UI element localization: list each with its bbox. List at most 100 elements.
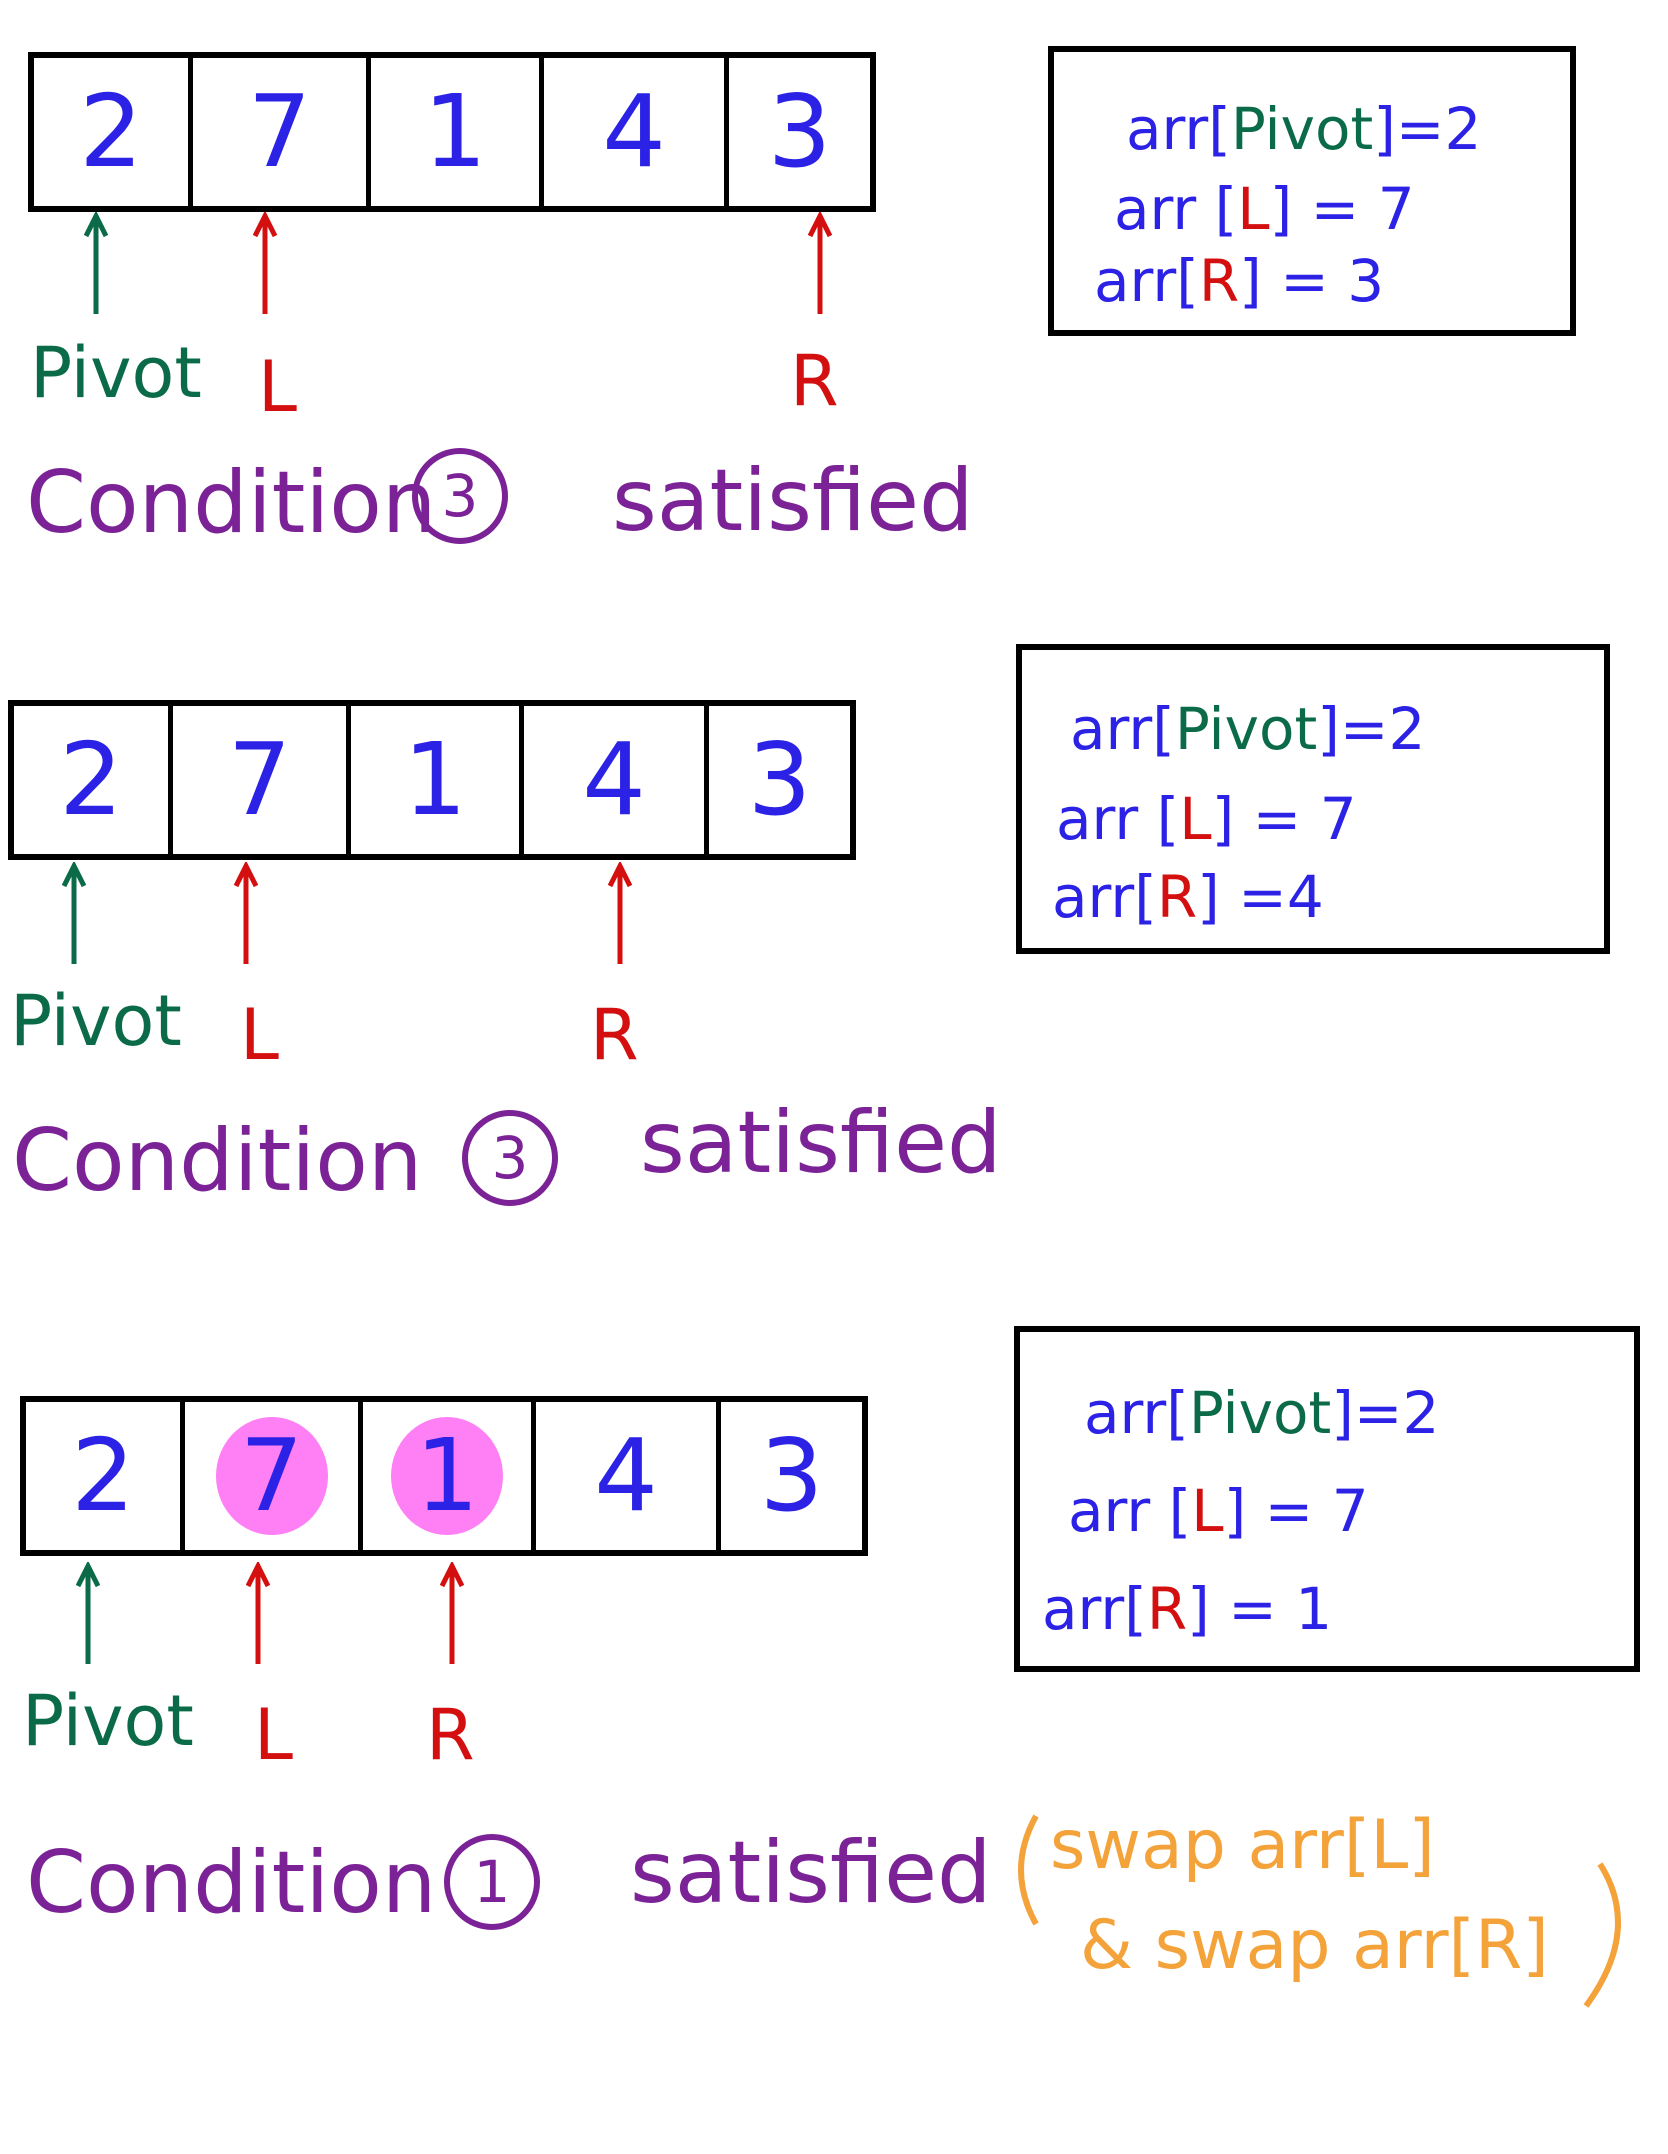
- array-cell: 1: [371, 58, 544, 206]
- pivot-arrow-icon: [62, 862, 86, 966]
- array-cell: 4: [524, 706, 709, 854]
- cell-value: 1: [403, 721, 467, 838]
- swap-note-line-2: & swap arr[R]: [1080, 1906, 1549, 1985]
- cell-value: 7: [239, 1417, 304, 1534]
- cell-value: 4: [582, 721, 646, 838]
- right-key: R: [1146, 1575, 1188, 1643]
- line-suffix: ]=2: [1331, 1379, 1440, 1447]
- pivot-value-line: arr[Pivot]=2: [1084, 1384, 1439, 1442]
- left-pointer-label: L: [240, 994, 279, 1076]
- condition-label: Condition: [26, 453, 437, 553]
- array-step-3: 2 7 1 4 3: [20, 1396, 868, 1556]
- pivot-key: Pivot: [1174, 695, 1318, 763]
- array-cell: 7: [173, 706, 351, 854]
- right-key: R: [1156, 863, 1198, 931]
- line-prefix: arr[: [1084, 1379, 1189, 1447]
- line-prefix: arr[: [1094, 247, 1199, 315]
- left-key: L: [1191, 1477, 1224, 1545]
- cell-value: 2: [79, 73, 143, 190]
- array-cell: 3: [709, 706, 850, 854]
- right-arrow-icon: [608, 862, 632, 966]
- note-open-bracket-icon: [1002, 1810, 1042, 1930]
- highlight-circle: [391, 1417, 503, 1535]
- array-cell: 3: [721, 1402, 862, 1550]
- highlight-circle: [215, 1417, 328, 1535]
- line-prefix: arr [: [1056, 785, 1180, 853]
- values-box-step-2: arr[Pivot]=2 arr [L] = 7 arr[R] =4: [1016, 644, 1610, 954]
- condition-label: Condition: [12, 1111, 423, 1211]
- array-cell: 3: [729, 58, 870, 206]
- line-suffix: ]=2: [1317, 695, 1426, 763]
- values-box-step-3: arr[Pivot]=2 arr [L] = 7 arr[R] = 1: [1014, 1326, 1640, 1672]
- condition-status: satisfied: [630, 1823, 992, 1923]
- left-arrow-icon: [253, 212, 277, 316]
- swap-note-line-1: swap arr[L]: [1050, 1806, 1435, 1885]
- right-value-line: arr[R] = 3: [1094, 252, 1384, 310]
- line-suffix: ] = 7: [1269, 175, 1415, 243]
- condition-number-badge: 3: [462, 1110, 558, 1206]
- line-suffix: ] = 3: [1239, 247, 1385, 315]
- condition-label: Condition: [26, 1833, 437, 1933]
- cell-value: 7: [247, 73, 312, 190]
- cell-value: 1: [415, 1417, 479, 1534]
- array-cell: 4: [544, 58, 729, 206]
- line-prefix: arr[: [1042, 1575, 1147, 1643]
- cell-value: 3: [759, 1417, 824, 1534]
- line-prefix: arr[: [1052, 863, 1157, 931]
- array-cell: 2: [34, 58, 193, 206]
- left-arrow-icon: [234, 862, 258, 966]
- cell-value: 3: [767, 73, 832, 190]
- left-pointer-label: L: [254, 1694, 293, 1776]
- array-cell: 7: [185, 1402, 363, 1550]
- array-cell: 2: [26, 1402, 185, 1550]
- line-prefix: arr [: [1114, 175, 1238, 243]
- cell-value: 3: [747, 721, 812, 838]
- pivot-label: Pivot: [10, 980, 182, 1062]
- values-box-step-1: arr[Pivot]=2 arr [L] = 7 arr[R] = 3: [1048, 46, 1576, 336]
- array-cell: 1: [363, 1402, 536, 1550]
- pivot-value-line: arr[Pivot]=2: [1070, 700, 1425, 758]
- right-value-line: arr[R] = 1: [1042, 1580, 1332, 1638]
- pivot-key: Pivot: [1230, 95, 1374, 163]
- left-arrow-icon: [246, 1562, 270, 1666]
- cell-value: 7: [227, 721, 292, 838]
- cell-value: 4: [602, 73, 666, 190]
- right-value-line: arr[R] =4: [1052, 868, 1324, 926]
- note-close-bracket-icon: [1580, 1860, 1640, 2010]
- right-pointer-label: R: [590, 994, 639, 1076]
- left-key: L: [1237, 175, 1270, 243]
- left-pointer-label: L: [258, 346, 297, 428]
- array-cell: 4: [536, 1402, 721, 1550]
- array-step-1: 2 7 1 4 3: [28, 52, 876, 212]
- right-arrow-icon: [808, 212, 832, 316]
- right-pointer-label: R: [790, 340, 839, 422]
- line-suffix: ] = 7: [1223, 1477, 1369, 1545]
- line-suffix: ]=2: [1373, 95, 1482, 163]
- array-cell: 7: [193, 58, 371, 206]
- left-key: L: [1179, 785, 1212, 853]
- right-key: R: [1198, 247, 1240, 315]
- pivot-value-line: arr[Pivot]=2: [1126, 100, 1481, 158]
- left-value-line: arr [L] = 7: [1056, 790, 1357, 848]
- cell-value: 4: [594, 1417, 658, 1534]
- condition-number-badge: 1: [444, 1834, 540, 1930]
- pivot-label: Pivot: [22, 1680, 194, 1762]
- condition-number-badge: 3: [412, 448, 508, 544]
- line-prefix: arr[: [1070, 695, 1175, 763]
- cell-value: 1: [423, 73, 487, 190]
- line-suffix: ] = 7: [1211, 785, 1357, 853]
- line-suffix: ] = 1: [1187, 1575, 1333, 1643]
- left-value-line: arr [L] = 7: [1114, 180, 1415, 238]
- array-cell: 2: [14, 706, 173, 854]
- condition-status: satisfied: [612, 451, 974, 551]
- right-arrow-icon: [440, 1562, 464, 1666]
- line-suffix: ] =4: [1197, 863, 1324, 931]
- pivot-arrow-icon: [76, 1562, 100, 1666]
- pivot-key: Pivot: [1188, 1379, 1332, 1447]
- right-pointer-label: R: [426, 1694, 475, 1776]
- array-step-2: 2 7 1 4 3: [8, 700, 856, 860]
- line-prefix: arr [: [1068, 1477, 1192, 1545]
- line-prefix: arr[: [1126, 95, 1231, 163]
- condition-status: satisfied: [640, 1093, 1002, 1193]
